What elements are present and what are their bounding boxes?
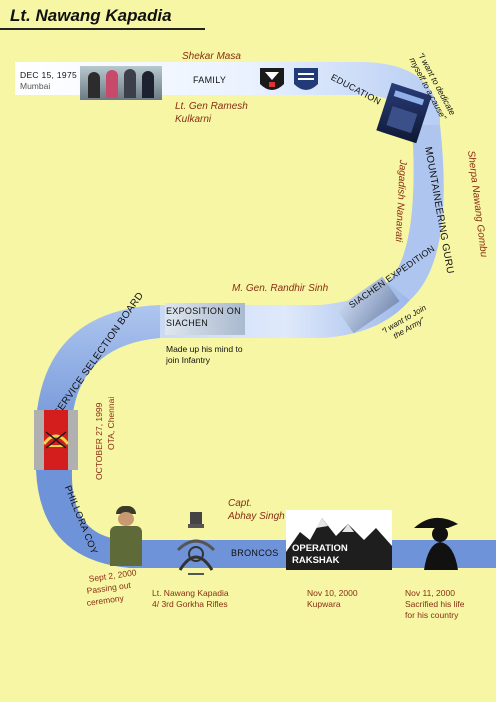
stage-operation: OPERATION RAKSHAK [292,543,348,566]
kupwara-place: Kupwara [307,599,341,609]
stage-broncos: BRONCOS [231,548,279,558]
school-crest-icons [260,68,318,90]
title-underline [0,28,205,30]
birth-place: Mumbai [20,81,51,91]
sacrifice-date: Nov 11, 2000 [405,588,455,598]
birth-date: DEC 15, 1975 [20,70,77,80]
operation-rakshak-tile [286,510,392,570]
family-photo [80,66,162,100]
kupwara-date: Nov 10, 2000 [307,588,358,598]
person-ramesh-line1: Lt. Gen Ramesh [175,101,248,112]
person-abhay-line1: Capt. [228,498,252,509]
soldier-photo [106,504,146,566]
note-infantry-line2: join Infantry [166,355,210,365]
gorkha-unit: 4/ 3rd Gorkha Rifles [152,599,228,609]
ota-emblem-icon [42,431,70,449]
person-abhay-line2: Abhay Singh [228,511,285,522]
sacrifice-line3: for his country [405,610,459,620]
sacrifice-line2: Sacrified his life [405,599,465,609]
stage-family: FAMILY [193,75,227,85]
gorkha-name: Lt. Nawang Kapadia [152,588,229,598]
mountain-icon [286,518,392,570]
road-left-curve [36,305,160,440]
gorkha-emblem-icon [176,512,216,575]
stage-exposition: EXPOSITION ON SIACHEN [166,306,241,328]
soldier-silhouette-icon [404,506,464,570]
exposition-photo [165,303,245,335]
page-title: Lt. Nawang Kapadia [10,6,172,25]
person-ramesh-line2: Kulkarni [175,114,212,125]
ota-place: OTA, Chennai [106,396,116,450]
road-right [388,125,444,300]
note-infantry-line1: Made up his mind to [166,344,243,354]
person-shekar: Shekar Masa [182,51,241,62]
ota-date: OCTOBER 27, 1999 [94,402,104,480]
person-randhir: M. Gen. Randhir Sinh [232,283,329,294]
